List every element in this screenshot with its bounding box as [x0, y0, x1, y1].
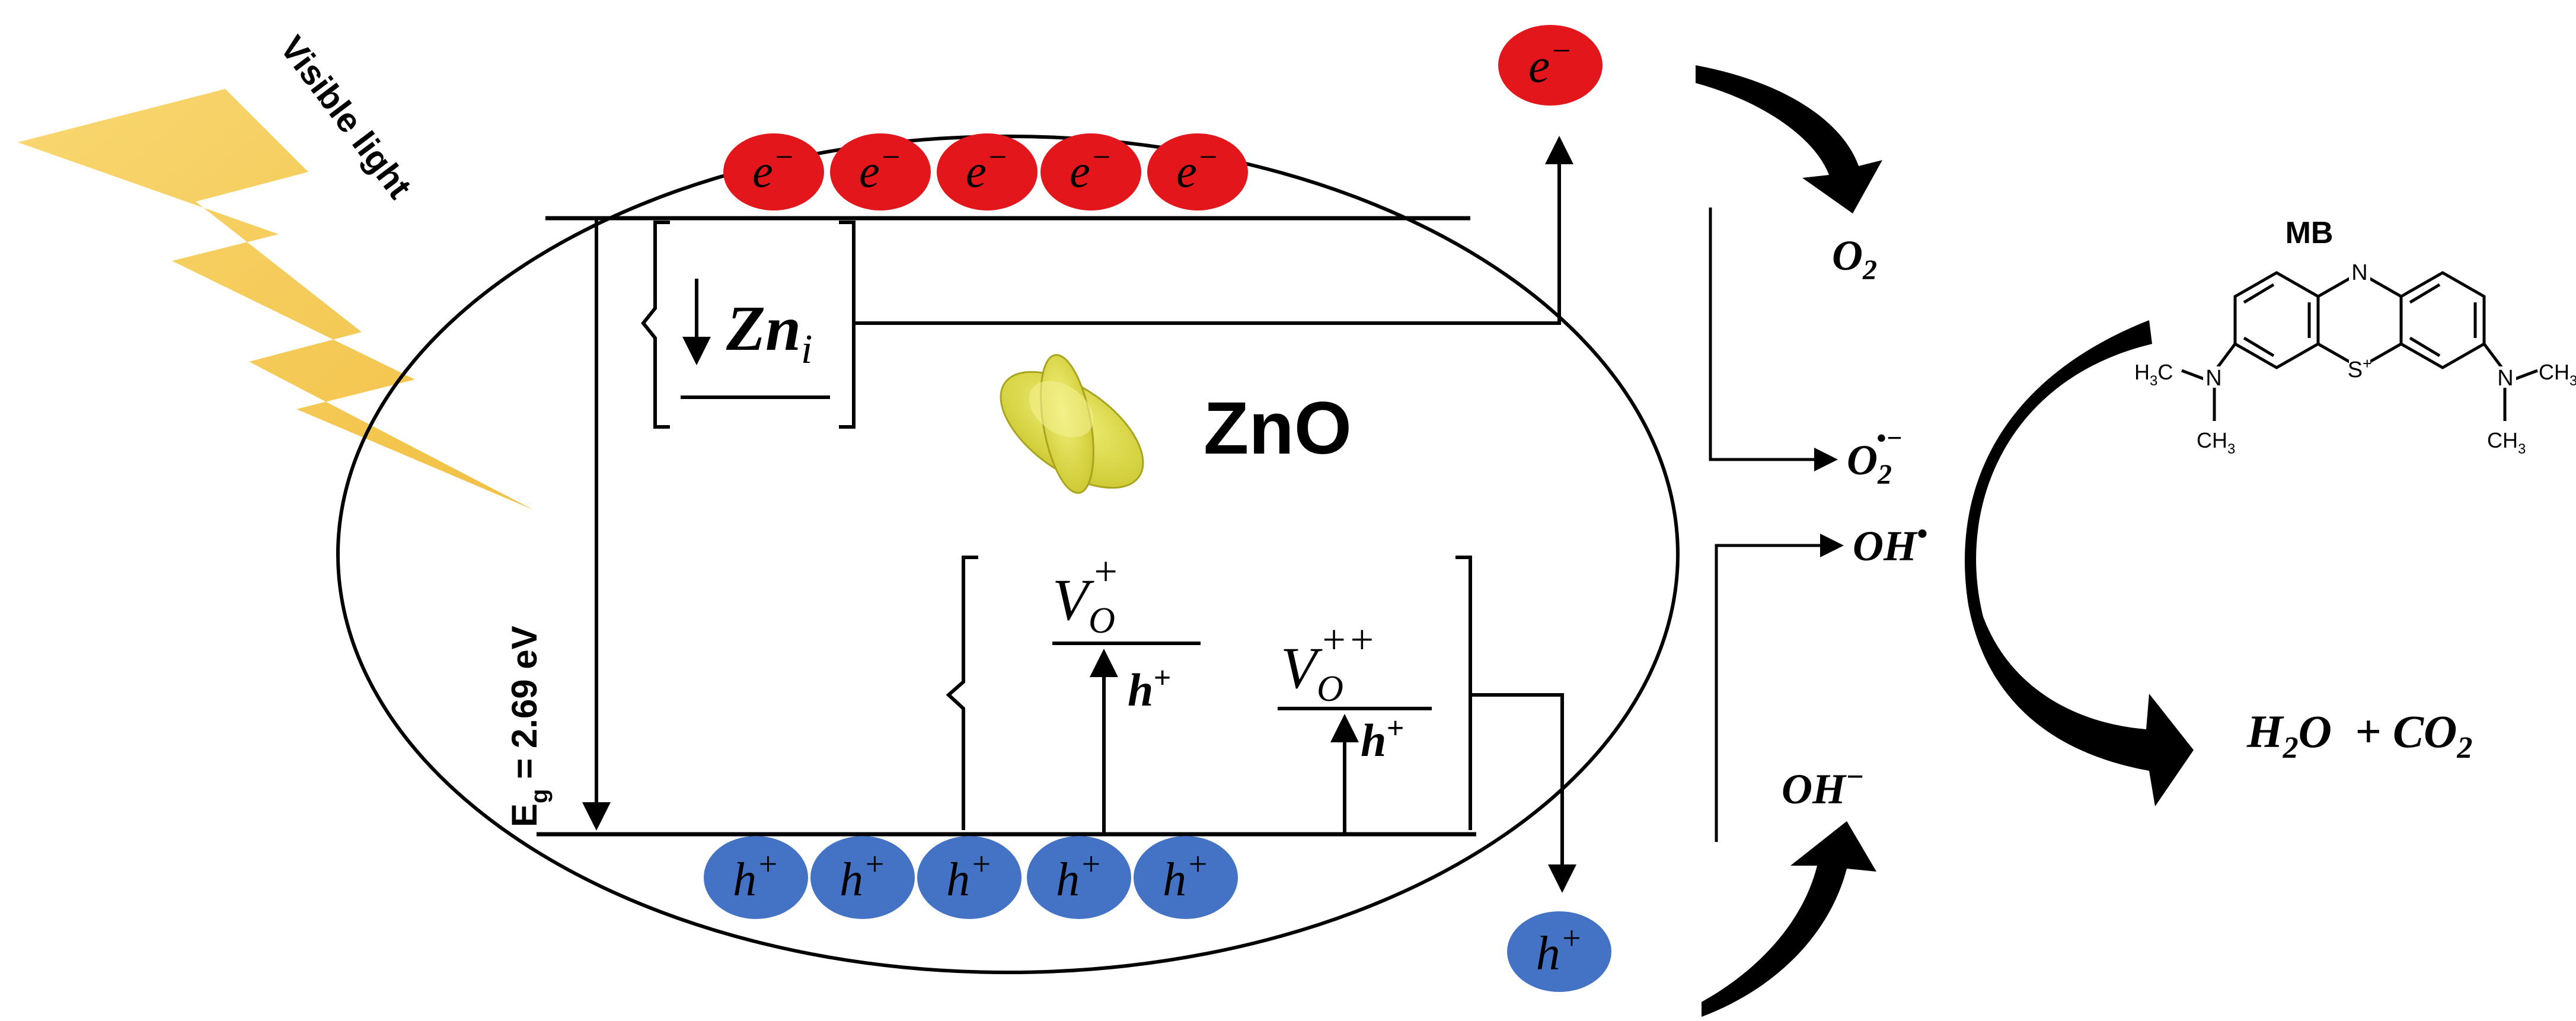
hydroxide-to-radical-path	[1715, 534, 1844, 842]
methylene-blue-structure: MB N S+ N N	[2134, 216, 2576, 457]
oxygen-to-superoxide-path	[1709, 208, 1838, 471]
electron-5: e−	[1147, 133, 1248, 210]
mb-title: MB	[2285, 216, 2334, 250]
degradation-curved-arrow-icon	[1965, 320, 2194, 806]
hole-3: h+	[917, 836, 1022, 919]
electron-transfer-path	[854, 136, 1573, 325]
oxygen-vacancy-bracket	[946, 556, 1472, 830]
hydroxyl-radical-label: OH•	[1853, 517, 1927, 570]
svg-text:h+: h+	[1163, 846, 1209, 906]
mb-left-methyl: H3C	[2134, 360, 2173, 389]
mb-left-lower-methyl: CH3	[2197, 428, 2235, 457]
electron-3: e−	[937, 133, 1038, 210]
electron-1: e−	[723, 133, 824, 210]
mb-ring-nitrogen: N	[2351, 260, 2367, 285]
superoxide-label: O2•−	[1847, 423, 1903, 490]
hole-2: h+	[810, 836, 915, 919]
free-electron: e−	[1498, 25, 1603, 106]
mb-right-methyl: CH3	[2539, 360, 2576, 389]
electron-row: e− e− e− e− e−	[723, 133, 1248, 210]
vo-double-label: VO++	[1281, 617, 1375, 709]
hole-1: h+	[704, 836, 808, 919]
svg-text:h+: h+	[946, 846, 992, 906]
svg-text:h+: h+	[1536, 920, 1583, 980]
mb-right-lower-methyl: CH3	[2487, 428, 2526, 457]
mb-right-nitrogen: N	[2497, 366, 2513, 391]
oxygen-label: O2	[1832, 232, 1877, 286]
svg-text:e−: e−	[1070, 139, 1112, 197]
mb-sulfur: S+	[2348, 355, 2372, 382]
zno-nanoparticle-icon	[1000, 354, 1144, 494]
bandgap-label: Eg = 2.69 eV	[505, 626, 553, 827]
hole-5: h+	[1134, 836, 1238, 919]
svg-text:h+: h+	[1056, 846, 1102, 906]
free-hole: h+	[1507, 911, 1611, 992]
hole-row: h+ h+ h+ h+ h+	[704, 836, 1238, 919]
curved-arrow-to-oxygen-icon	[1696, 65, 1882, 213]
curved-arrow-to-hydroxide-icon	[1702, 821, 1876, 1017]
svg-text:e−: e−	[1176, 139, 1219, 197]
products-label: H2O + CO2	[2246, 706, 2472, 765]
svg-text:e−: e−	[1528, 33, 1572, 92]
vo-single-label: VO+	[1052, 549, 1119, 641]
svg-text:e−: e−	[752, 139, 795, 197]
visible-light-label: Visible light	[273, 29, 419, 206]
hole-4: h+	[1027, 836, 1131, 919]
electron-4: e−	[1040, 133, 1141, 210]
hydroxide-label: OH−	[1782, 760, 1865, 813]
svg-text:e−: e−	[859, 139, 902, 197]
lightning-bolt-icon	[18, 89, 534, 510]
svg-text:h+: h+	[839, 846, 886, 906]
zno-label: ZnO	[1204, 387, 1352, 470]
vo-double-hole-label: h+	[1361, 711, 1404, 766]
svg-text:h+: h+	[733, 846, 779, 906]
zn-interstitial-label: Zni	[726, 293, 813, 372]
svg-text:e−: e−	[966, 139, 1008, 197]
electron-2: e−	[830, 133, 931, 210]
mb-left-nitrogen: N	[2205, 366, 2221, 391]
vo-single-hole-label: h+	[1128, 661, 1171, 716]
hole-transfer-path	[1470, 693, 1576, 893]
zno-particle-boundary	[336, 135, 1680, 974]
